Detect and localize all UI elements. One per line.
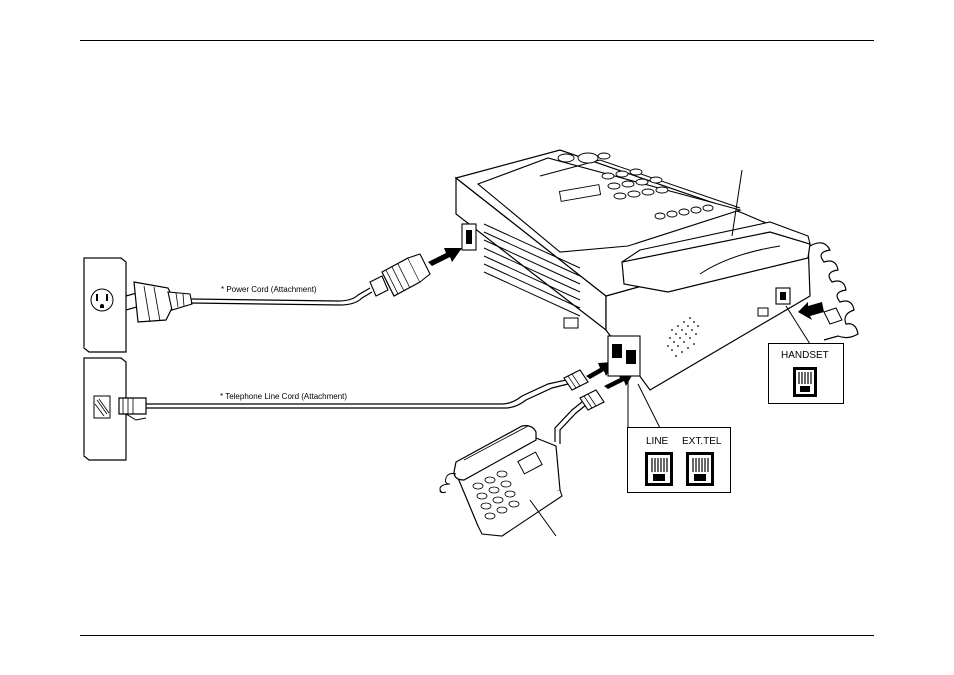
handset-callout: HANDSET [769,344,844,404]
fax-machine [456,150,810,390]
line-cord [146,380,566,404]
line-ext-callout: LINE EXT.TEL [628,428,731,493]
ext-tel-cord [555,402,582,442]
line-callout-leader-right [638,384,660,428]
handset-insert-arrow [798,302,824,320]
ext-tel-port-label: EXT.TEL [682,436,722,447]
handset-port-label: HANDSET [781,350,829,361]
handset-cord-plug [824,308,842,324]
line-port-label: LINE [646,436,669,447]
iec-connector [370,254,430,296]
power-insert-arrow [428,248,462,266]
power-plug [126,282,192,322]
line-cord-fax-plug [564,370,588,390]
power-cord-label: * Power Cord (Attachment) [221,285,317,294]
line-cord-label: * Telephone Line Cord (Attachment) [220,392,347,401]
power-outlet [84,258,126,352]
handset-coil-cord [810,243,858,340]
